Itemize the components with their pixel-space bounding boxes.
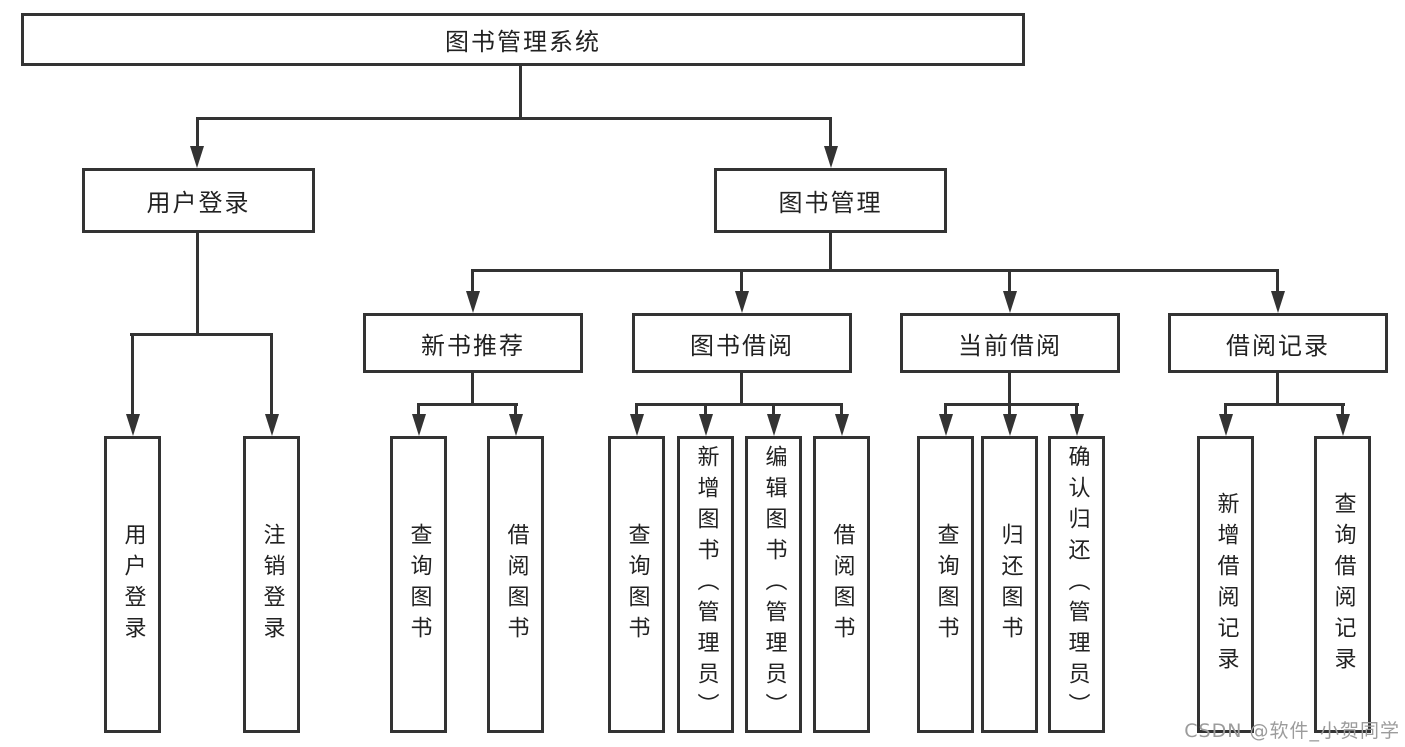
node-book-borrow-label: 图书借阅 [690, 331, 794, 360]
leaf-query-borrow-record-label: 查询借阅记录 [1330, 491, 1356, 678]
connector-userlogin-bar [130, 333, 273, 336]
connector-branch-line [514, 404, 517, 416]
leaf-query-books-3-label: 查询图书 [933, 522, 959, 647]
connector-newbook-stub [471, 373, 474, 406]
arrow-down-icon [824, 146, 838, 168]
node-book-management-label: 图书管理 [778, 189, 883, 217]
leaf-query-books-2-label: 查询图书 [624, 522, 650, 647]
leaf-query-borrow-record: 查询借阅记录 [1314, 436, 1371, 733]
connector-branch-line [196, 118, 199, 148]
connector-root-stub [519, 66, 522, 119]
node-current-borrow: 当前借阅 [900, 313, 1120, 373]
connector-branch-line [131, 334, 134, 416]
leaf-logout-label: 注销登录 [259, 522, 285, 647]
connector-branch-line [704, 404, 707, 416]
connector-branch-line [772, 404, 775, 416]
leaf-add-borrow-record-label: 新增借阅记录 [1213, 491, 1239, 678]
leaf-borrow-books-2: 借阅图书 [813, 436, 870, 733]
arrow-down-icon [735, 291, 749, 313]
leaf-edit-books-admin: 编辑图书（管理员） [745, 436, 802, 733]
node-current-borrow-label: 当前借阅 [958, 331, 1062, 360]
connector-level3-bar [471, 269, 1279, 272]
arrow-down-icon [466, 291, 480, 313]
leaf-return-books: 归还图书 [981, 436, 1038, 733]
connector-branch-line [944, 404, 947, 416]
node-borrow-records-label: 借阅记录 [1226, 331, 1330, 360]
leaf-add-borrow-record: 新增借阅记录 [1197, 436, 1254, 733]
connector-branch-line [471, 270, 474, 292]
connector-branch-line [1075, 404, 1078, 416]
leaf-confirm-return-admin-label: 确认归还（管理员） [1064, 445, 1090, 724]
arrow-down-icon [1070, 414, 1084, 436]
arrow-down-icon [767, 414, 781, 436]
arrow-down-icon [1003, 414, 1017, 436]
connector-level2-bar [196, 117, 832, 120]
node-borrow-records: 借阅记录 [1168, 313, 1388, 373]
node-new-book-recommend: 新书推荐 [363, 313, 583, 373]
leaf-borrow-books-1: 借阅图书 [487, 436, 544, 733]
arrow-down-icon [1219, 414, 1233, 436]
leaf-edit-books-admin-label: 编辑图书（管理员） [761, 445, 787, 724]
connector-currentborrow-bar [944, 403, 1079, 406]
node-user-login: 用户登录 [82, 168, 315, 233]
connector-branch-line [417, 404, 420, 416]
arrow-down-icon [835, 414, 849, 436]
arrow-down-icon [412, 414, 426, 436]
connector-branch-line [1008, 270, 1011, 292]
node-root: 图书管理系统 [21, 13, 1025, 66]
arrow-down-icon [1271, 291, 1285, 313]
leaf-confirm-return-admin: 确认归还（管理员） [1048, 436, 1105, 733]
arrow-down-icon [509, 414, 523, 436]
connector-branch-line [740, 270, 743, 292]
leaf-logout: 注销登录 [243, 436, 300, 733]
arrow-down-icon [699, 414, 713, 436]
arrow-down-icon [630, 414, 644, 436]
node-book-borrow: 图书借阅 [632, 313, 852, 373]
connector-bookborrow-stub [740, 373, 743, 406]
arrow-down-icon [126, 414, 140, 436]
connector-records-stub [1276, 373, 1279, 406]
connector-branch-line [1341, 404, 1344, 416]
leaf-query-books-1-label: 查询图书 [406, 522, 432, 647]
connector-branch-line [635, 404, 638, 416]
leaf-query-books-3: 查询图书 [917, 436, 974, 733]
connector-branch-line [1276, 270, 1279, 292]
connector-branch-line [1008, 404, 1011, 416]
connector-branch-line [829, 118, 832, 148]
connector-currentborrow-stub [1008, 373, 1011, 406]
leaf-query-books-1: 查询图书 [390, 436, 447, 733]
watermark: CSDN @软件_小贺同学 [1184, 720, 1400, 742]
connector-newbook-bar [417, 403, 518, 406]
node-new-book-recommend-label: 新书推荐 [421, 331, 525, 360]
connector-userlogin-stub [196, 233, 199, 335]
connector-records-bar [1224, 403, 1345, 406]
leaf-return-books-label: 归还图书 [997, 522, 1023, 647]
connector-bookborrow-bar [635, 403, 843, 406]
arrow-down-icon [190, 146, 204, 168]
node-user-login-label: 用户登录 [146, 189, 251, 217]
leaf-user-login-label: 用户登录 [120, 522, 146, 647]
leaf-borrow-books-2-label: 借阅图书 [829, 522, 855, 647]
node-root-label: 图书管理系统 [445, 28, 601, 56]
arrow-down-icon [265, 414, 279, 436]
leaf-borrow-books-1-label: 借阅图书 [503, 522, 529, 647]
arrow-down-icon [1336, 414, 1350, 436]
arrow-down-icon [1003, 291, 1017, 313]
connector-branch-line [1224, 404, 1227, 416]
arrow-down-icon [939, 414, 953, 436]
connector-bookmgmt-stub [829, 233, 832, 271]
node-book-management: 图书管理 [714, 168, 947, 233]
leaf-query-books-2: 查询图书 [608, 436, 665, 733]
connector-branch-line [270, 334, 273, 416]
leaf-user-login: 用户登录 [104, 436, 161, 733]
leaf-add-books-admin: 新增图书（管理员） [677, 436, 734, 733]
connector-branch-line [840, 404, 843, 416]
leaf-add-books-admin-label: 新增图书（管理员） [693, 445, 719, 724]
